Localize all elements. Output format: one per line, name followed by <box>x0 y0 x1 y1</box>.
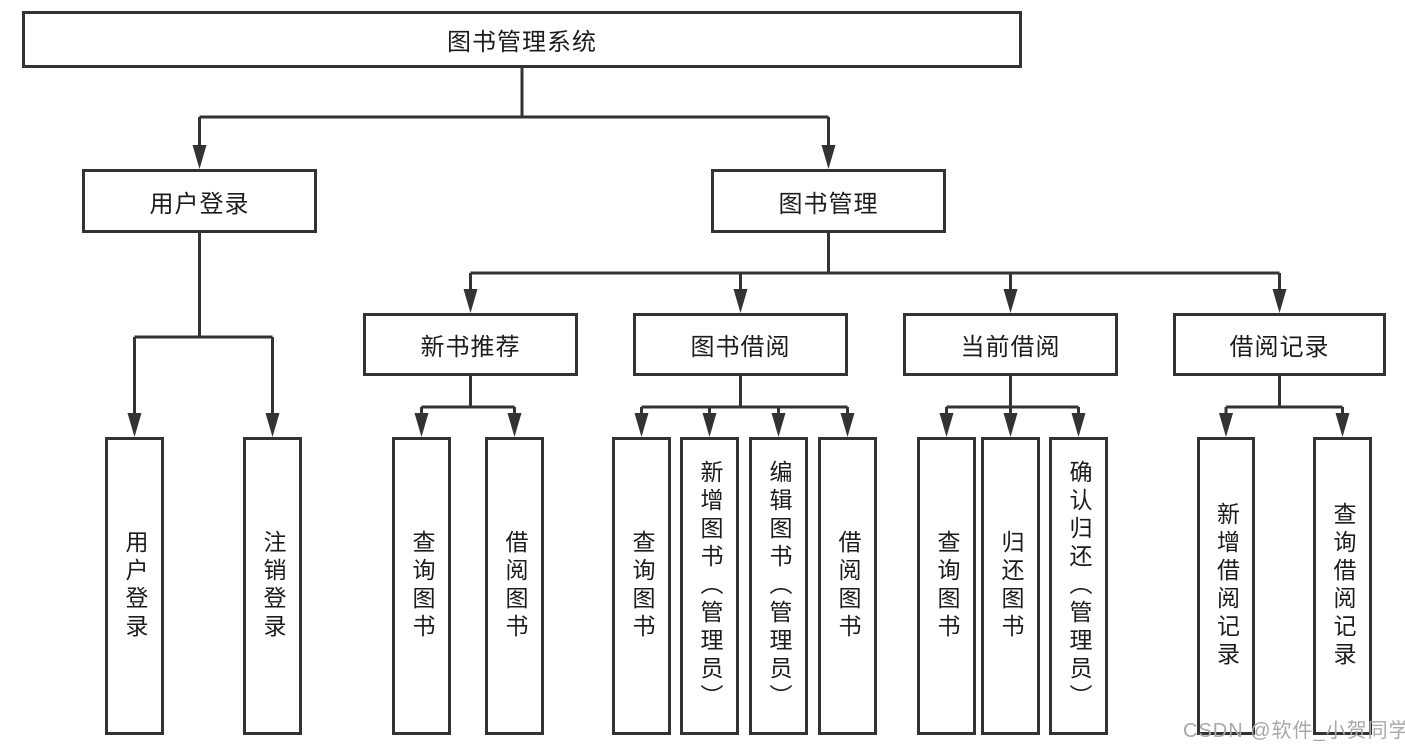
arrowhead <box>939 413 954 437</box>
arrowhead <box>463 289 478 313</box>
arrowhead <box>1003 413 1018 437</box>
leaf-query-books-recommend: 查询图书 <box>392 437 451 735</box>
arrowhead <box>1003 289 1018 313</box>
arrowhead <box>265 413 280 437</box>
node-book-borrow: 图书借阅 <box>633 313 848 376</box>
node-user-login: 用户登录 <box>82 169 317 233</box>
arrowhead <box>1272 289 1287 313</box>
arrowhead <box>127 413 142 437</box>
arrowhead <box>821 145 836 169</box>
leaf-query-borrow-record: 查询借阅记录 <box>1313 437 1372 735</box>
leaf-confirm-return-admin: 确认归还（管理员） <box>1049 437 1108 735</box>
arrowhead <box>1335 413 1350 437</box>
leaf-query-books-current: 查询图书 <box>917 437 976 735</box>
arrowhead <box>192 145 207 169</box>
arrowhead <box>771 413 786 437</box>
arrowhead <box>840 413 855 437</box>
arrowhead <box>702 413 717 437</box>
leaf-edit-books-admin: 编辑图书（管理员） <box>749 437 808 735</box>
arrowheads <box>127 145 1350 437</box>
arrowhead <box>1219 413 1233 437</box>
csdn-watermark: CSDN @软件_小贺同学 <box>1183 720 1405 742</box>
arrowhead <box>1071 413 1086 437</box>
arrowhead <box>733 289 748 313</box>
node-root: 图书管理系统 <box>22 11 1022 68</box>
leaf-add-books-admin: 新增图书（管理员） <box>680 437 739 735</box>
leaf-query-books-borrow: 查询图书 <box>612 437 671 735</box>
node-new-book-recommend: 新书推荐 <box>363 313 578 376</box>
leaf-add-borrow-record: 新增借阅记录 <box>1197 437 1255 735</box>
leaf-borrow-books: 借阅图书 <box>818 437 877 735</box>
arrowhead <box>634 413 649 437</box>
arrowhead <box>414 413 429 437</box>
leaf-borrow-books-recommend: 借阅图书 <box>485 437 544 735</box>
node-borrow-records: 借阅记录 <box>1173 313 1386 376</box>
node-current-borrow: 当前借阅 <box>903 313 1118 376</box>
leaf-return-books: 归还图书 <box>981 437 1040 735</box>
node-book-management: 图书管理 <box>711 169 946 233</box>
leaf-logout: 注销登录 <box>243 437 302 735</box>
leaf-user-login: 用户登录 <box>105 437 164 735</box>
arrowhead <box>507 413 522 437</box>
